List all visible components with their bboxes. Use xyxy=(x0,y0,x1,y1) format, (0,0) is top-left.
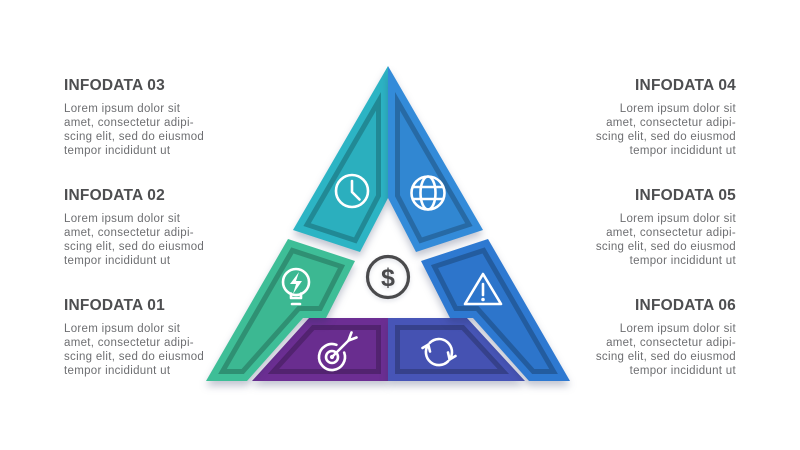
segment-middle-left-green xyxy=(206,239,355,381)
infodata-03-body: Lorem ipsum dolor sit amet, consectetur … xyxy=(64,103,205,157)
infodata-01-title: INFODATA 01 xyxy=(64,297,165,314)
infodata-04-block: INFODATA 04 Lorem ipsum dolor sit amet, … xyxy=(556,76,736,158)
lightbulb-icon xyxy=(281,267,311,306)
dollar-symbol: $ xyxy=(381,264,395,292)
infodata-05-body: Lorem ipsum dolor sit amet, consectetur … xyxy=(595,213,736,267)
warning-icon xyxy=(463,272,503,306)
segment-panel xyxy=(438,253,550,369)
segment-middle-right-blue xyxy=(421,239,570,381)
infodata-05-block: INFODATA 05 Lorem ipsum dolor sit amet, … xyxy=(556,186,736,268)
segment-top-right-blue xyxy=(388,66,483,252)
segment-bottom-left-purple xyxy=(252,318,388,381)
globe-icon xyxy=(410,175,446,211)
infodata-04-body: Lorem ipsum dolor sit amet, consectetur … xyxy=(595,103,736,157)
infodata-03-block: INFODATA 03 Lorem ipsum dolor sit amet, … xyxy=(64,76,244,158)
infodata-06-title: INFODATA 06 xyxy=(635,297,736,314)
segment-bottom-right-indigo xyxy=(388,318,525,381)
infodata-01-body: Lorem ipsum dolor sit amet, consectetur … xyxy=(64,323,205,377)
target-icon xyxy=(317,331,358,372)
refresh-icon xyxy=(421,337,457,367)
infodata-06-block: INFODATA 06 Lorem ipsum dolor sit amet, … xyxy=(556,296,736,378)
infodata-02-block: INFODATA 02 Lorem ipsum dolor sit amet, … xyxy=(64,186,244,268)
infodata-02-body: Lorem ipsum dolor sit amet, consectetur … xyxy=(64,213,205,267)
infodata-01-block: INFODATA 01 Lorem ipsum dolor sit amet, … xyxy=(64,296,244,378)
segment-panel xyxy=(400,330,498,369)
infodata-03-title: INFODATA 03 xyxy=(64,77,165,94)
dollar-icon: $ xyxy=(365,254,411,300)
infodata-02-title: INFODATA 02 xyxy=(64,187,165,204)
infodata-06-body: Lorem ipsum dolor sit amet, consectetur … xyxy=(595,323,736,377)
clock-icon xyxy=(334,173,370,209)
infodata-05-title: INFODATA 05 xyxy=(635,187,736,204)
segment-top-left-teal xyxy=(293,66,388,252)
infodata-04-title: INFODATA 04 xyxy=(635,77,736,94)
